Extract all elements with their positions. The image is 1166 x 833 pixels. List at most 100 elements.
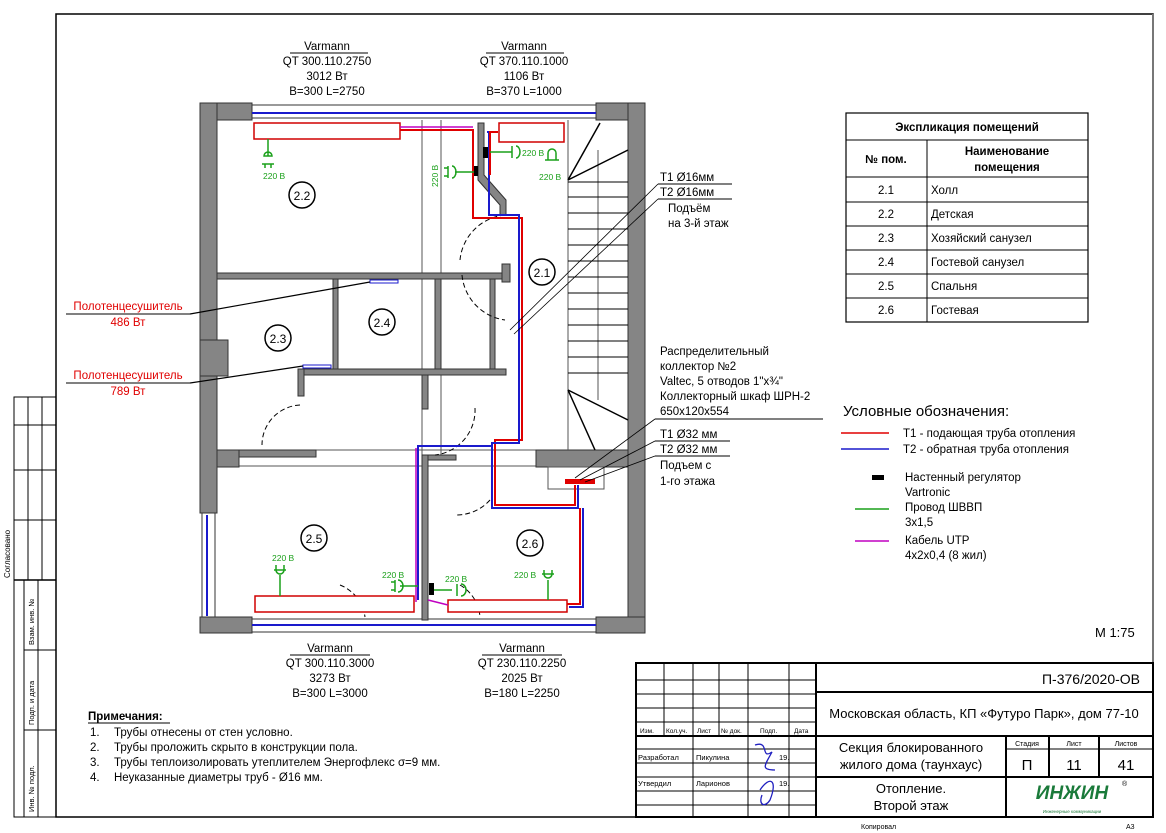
svg-text:Второй этаж: Второй этаж	[874, 798, 949, 813]
svg-text:3х1,5: 3х1,5	[905, 517, 933, 529]
socket-label: 220 В	[430, 164, 440, 187]
svg-text:Полотенцесушитель: Полотенцесушитель	[73, 370, 182, 382]
svg-text:3012 Вт: 3012 Вт	[306, 71, 348, 83]
svg-text:Подъем с: Подъем с	[660, 460, 712, 472]
table-cell: 2.1	[878, 185, 894, 197]
svg-text:Секция блокированного: Секция блокированного	[839, 740, 983, 755]
svg-text:Утвердил: Утвердил	[638, 779, 671, 788]
svg-text:T1 Ø16мм: T1 Ø16мм	[660, 172, 714, 184]
room-number: 2.3	[270, 332, 287, 346]
svg-text:1-го этажа: 1-го этажа	[660, 476, 716, 488]
svg-text:Кол.уч.: Кол.уч.	[666, 728, 687, 735]
svg-text:Кабель UTP: Кабель UTP	[905, 535, 970, 547]
svg-text:19.: 19.	[779, 779, 789, 788]
svg-text:Лист: Лист	[1066, 741, 1082, 748]
svg-text:2.: 2.	[90, 742, 100, 754]
copied-label: Копировал	[861, 824, 896, 831]
socket-label: 220 В	[522, 148, 545, 158]
svg-text:Varmann: Varmann	[304, 41, 350, 53]
notes: Примечания: 1.Трубы отнесены от стен усл…	[88, 711, 440, 784]
svg-text:B=180 L=2250: B=180 L=2250	[484, 688, 559, 700]
floor-plan: 220 В 220 В 220 В 220 В 220 В 220 В 220 …	[199, 102, 646, 634]
heating-pipes	[400, 126, 595, 608]
svg-text:3273 Вт: 3273 Вт	[309, 673, 351, 685]
regulator-icon	[483, 147, 488, 158]
room-explication-table: Экспликация помещений № пом. Наименовани…	[845, 112, 1089, 323]
radiator-2-1	[498, 122, 565, 143]
col-header-num: № пом.	[865, 154, 907, 166]
table-cell: 2.2	[878, 209, 894, 221]
radiator-label-bottom-left: Varmann QT 300.110.3000 3273 Вт B=300 L=…	[286, 643, 374, 700]
registered-mark: ®	[1122, 780, 1128, 788]
col-header-name: помещения	[974, 162, 1040, 174]
svg-text:Лист: Лист	[697, 728, 711, 735]
svg-text:Varmann: Varmann	[499, 643, 545, 655]
table-cell: 2.4	[878, 257, 895, 269]
svg-text:Отопление.: Отопление.	[876, 781, 946, 796]
svg-text:11: 11	[1066, 757, 1082, 774]
svg-text:Трубы отнесены от стен условно: Трубы отнесены от стен условно.	[114, 727, 293, 739]
svg-text:T1 - подающая труба отопления: T1 - подающая труба отопления	[903, 428, 1075, 440]
svg-text:Varmann: Varmann	[501, 41, 547, 53]
svg-text:Листов: Листов	[1115, 741, 1138, 748]
svg-text:Дата: Дата	[794, 728, 809, 735]
room-markers: 2.1 2.2 2.3 2.4 2.5 2.6	[264, 181, 556, 557]
sign-date-label: Подп. и дата	[27, 680, 36, 725]
table-cell: Хозяйский санузел	[931, 233, 1032, 245]
svg-text:T2 Ø16мм: T2 Ø16мм	[660, 187, 714, 199]
room-number: 2.6	[522, 537, 539, 551]
room-number: 2.2	[294, 189, 311, 203]
svg-text:QT 300.110.3000: QT 300.110.3000	[286, 658, 374, 670]
regulator-icon	[429, 583, 434, 595]
format-label: А3	[1126, 824, 1135, 831]
socket-icon	[434, 583, 467, 597]
svg-text:жилого дома (таунхаус): жилого дома (таунхаус)	[840, 757, 982, 772]
company-logo-subtitle: Инженерные коммуникации	[1043, 809, 1102, 814]
svg-text:Ларионов: Ларионов	[696, 779, 730, 788]
svg-text:Коллекторный шкаф ШРН-2: Коллекторный шкаф ШРН-2	[660, 391, 810, 403]
document-code: П-376/2020-ОВ	[1042, 671, 1140, 687]
svg-text:Пикулина: Пикулина	[696, 753, 730, 762]
svg-text:Подъём: Подъём	[668, 203, 710, 215]
room-number: 2.4	[374, 316, 391, 330]
socket-icon	[262, 139, 274, 168]
towel-dryer-icon	[369, 279, 399, 284]
socket-icon	[545, 148, 559, 161]
svg-text:№ док.: № док.	[721, 728, 742, 735]
inv-orig-label: Инв. № подл.	[27, 765, 36, 812]
svg-text:QT 300.110.2750: QT 300.110.2750	[283, 56, 371, 68]
inv-repl-label: Взам. инв. №	[27, 599, 36, 645]
table-cell: Холл	[931, 185, 958, 197]
table-title: Экспликация помещений	[895, 122, 1039, 134]
scale-label: М 1:75	[1095, 625, 1135, 640]
svg-text:486 Вт: 486 Вт	[111, 317, 147, 329]
table-cell: 2.6	[878, 305, 894, 317]
svg-text:B=300 L=3000: B=300 L=3000	[292, 688, 367, 700]
svg-text:Примечания:: Примечания:	[88, 711, 163, 723]
socket-icon	[444, 165, 474, 179]
title-block: Изм. Кол.уч. Лист № док. Подп. Дата Разр…	[635, 662, 1154, 831]
radiator-2-2	[253, 122, 401, 140]
socket-icon	[391, 579, 418, 593]
room-number: 2.5	[306, 532, 323, 546]
table-cell: Спальня	[931, 281, 977, 293]
svg-text:коллектор №2: коллектор №2	[660, 361, 736, 373]
radiator-label-top-right: Varmann QT 370.110.1000 1106 Вт B=370 L=…	[480, 41, 568, 98]
socket-label: 220 В	[539, 172, 562, 182]
socket-icon	[274, 565, 286, 596]
sockets: 220 В 220 В 220 В 220 В 220 В 220 В 220 …	[262, 139, 562, 600]
svg-text:Настенный регулятор: Настенный регулятор	[905, 472, 1021, 484]
svg-text:Полотенцесушитель: Полотенцесушитель	[73, 301, 182, 313]
svg-text:Vartronic: Vartronic	[905, 487, 950, 499]
side-stamp: Согласовано Взам. инв. № Подп. и дата Ин…	[3, 396, 57, 818]
staircase	[567, 120, 629, 451]
svg-text:2025 Вт: 2025 Вт	[501, 673, 543, 685]
towel-dryer-icon	[302, 364, 332, 369]
svg-text:4.: 4.	[90, 772, 100, 784]
svg-text:Распределительный: Распределительный	[660, 346, 769, 358]
svg-text:650х120х554: 650х120х554	[660, 406, 730, 418]
towel-dryer-callout-2: Полотенцесушитель 789 Вт	[66, 365, 304, 398]
project-address: Московская область, КП «Футуро Парк», до…	[829, 706, 1138, 721]
table-cell: 2.5	[878, 281, 894, 293]
